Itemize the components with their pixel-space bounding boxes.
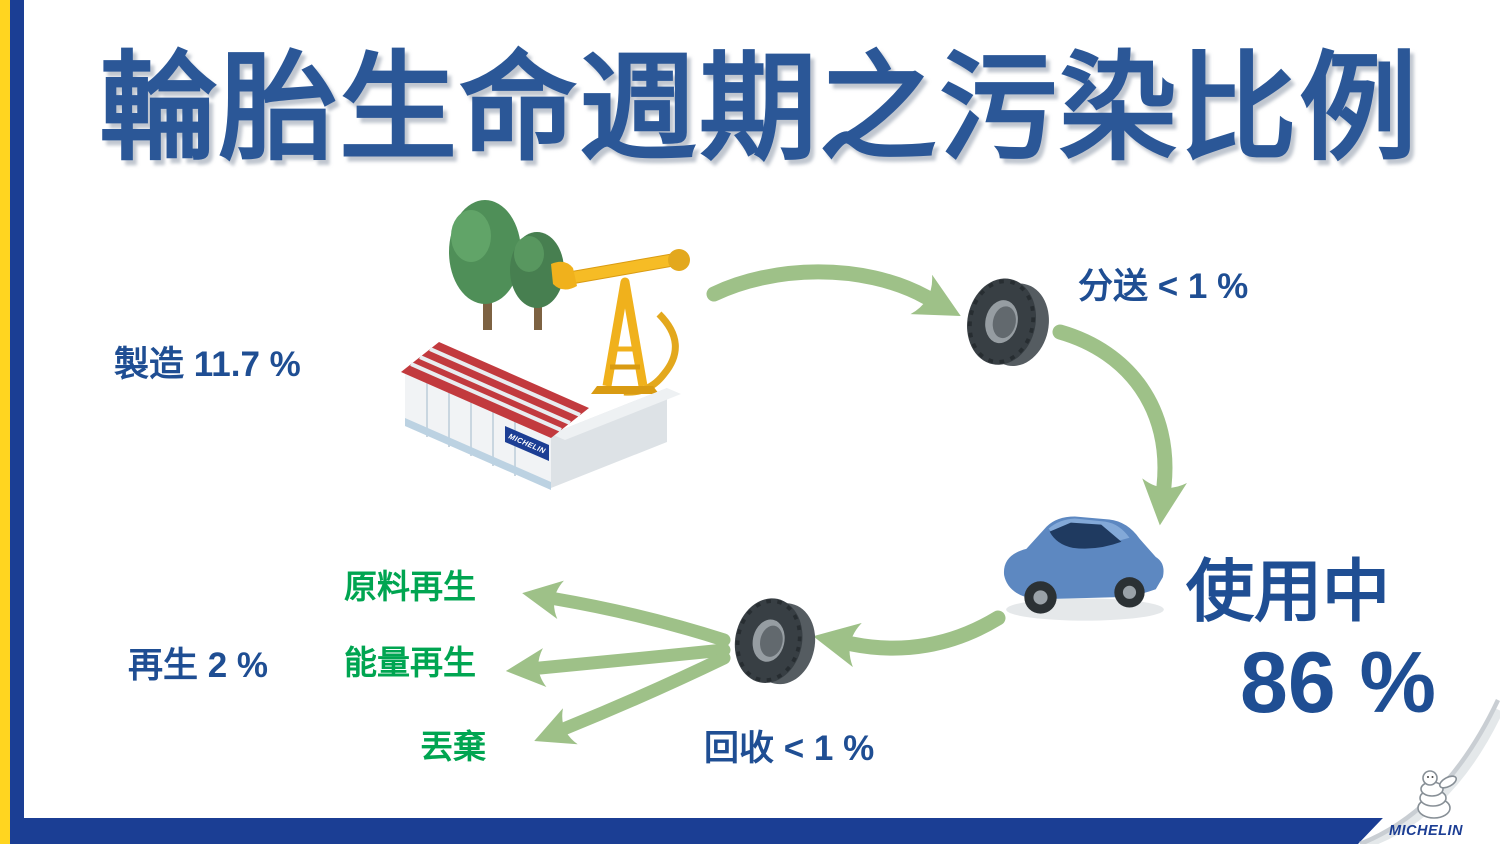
arrow-factory-to-distribution: [706, 264, 961, 316]
arrow-recycling-to-material: [522, 580, 731, 647]
trees-icon: [449, 200, 564, 330]
oil-derrick-icon: [551, 249, 690, 396]
label-discard: 丟棄: [420, 728, 486, 765]
label-manufacturing: 製造 11.7 %: [114, 345, 301, 384]
car-illustration: [994, 494, 1176, 628]
car-icon: [1003, 516, 1164, 621]
page-curl: MICHELIN: [1358, 696, 1500, 844]
tire-recycling-icon: [724, 588, 826, 696]
value-in-use: 86 %: [1240, 635, 1437, 731]
arrow-distribution-to-use: [1052, 324, 1187, 526]
factory-illustration: MICHELIN: [400, 194, 712, 494]
arrow-recycling-to-discard: [534, 651, 731, 745]
label-in-use: 使用中: [1186, 554, 1391, 630]
left-stripe-yellow: [0, 0, 10, 844]
label-regeneration: 再生 2 %: [128, 646, 269, 685]
label-energy-regeneration: 能量再生: [344, 644, 476, 681]
arrow-recycling-to-energy: [505, 643, 731, 688]
label-material-regeneration: 原料再生: [344, 568, 476, 605]
michelin-man-icon: [1417, 770, 1458, 819]
michelin-wordmark: MICHELIN: [1389, 823, 1463, 839]
factory-building-icon: MICHELIN: [401, 342, 681, 490]
label-recycling: 回收 < 1 %: [704, 729, 875, 768]
bottom-bar: [10, 818, 1500, 844]
tire-distribution-icon: [956, 270, 1060, 376]
left-stripe-blue: [10, 0, 24, 844]
slide-title: 輪胎生命週期之污染比例: [98, 43, 1419, 175]
label-distribution: 分送 < 1 %: [1078, 267, 1249, 306]
arrow-use-to-recycling: [813, 610, 1006, 668]
